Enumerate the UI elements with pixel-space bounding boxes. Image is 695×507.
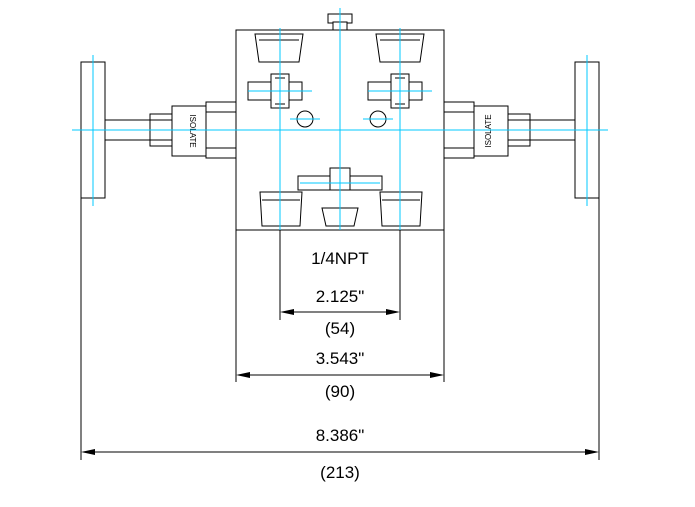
dimension-inner (280, 309, 400, 315)
center-lines (72, 8, 608, 230)
overall-dim-value: 8.386" (316, 426, 365, 445)
inner-dim-value: 2.125" (316, 287, 365, 306)
inner-dim-metric: (54) (325, 319, 355, 338)
right-isolate-label: ISOLATE (484, 114, 493, 147)
extension-lines (80, 198, 600, 460)
left-isolate-label: ISOLATE (188, 114, 197, 147)
dimension-body (236, 372, 444, 378)
dimension-overall (81, 449, 599, 455)
overall-dim-metric: (213) (320, 463, 360, 482)
body-dim-value: 3.543" (316, 349, 365, 368)
body-dim-metric: (90) (325, 382, 355, 401)
thread-label: 1/4NPT (311, 249, 369, 268)
